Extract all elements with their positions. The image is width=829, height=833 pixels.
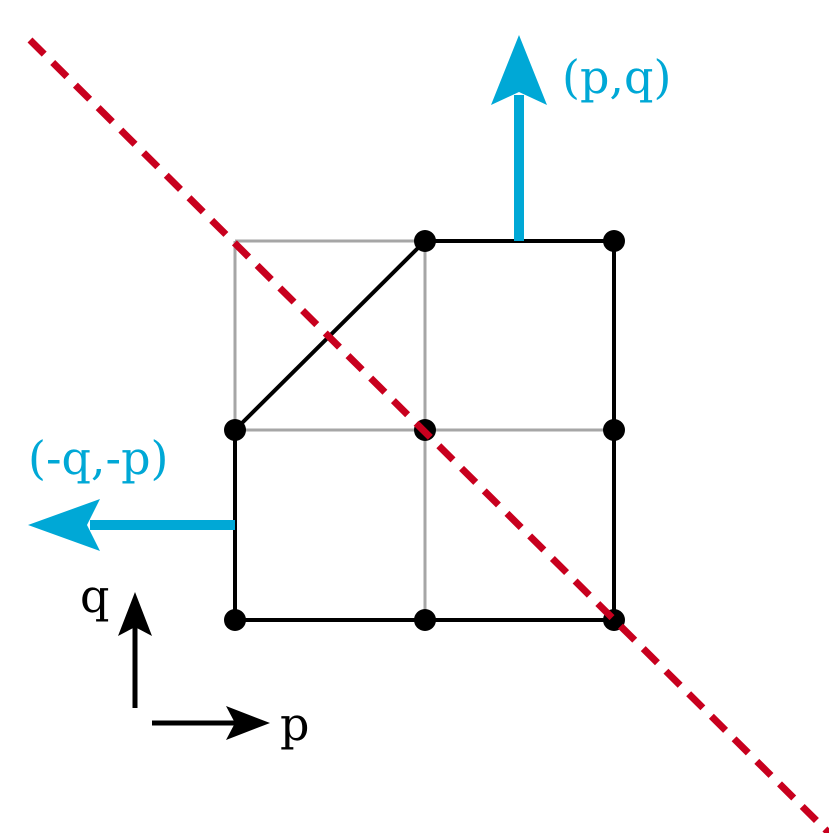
lattice-point bbox=[224, 609, 246, 631]
axis-p-label: p bbox=[280, 697, 309, 751]
lattice-point bbox=[603, 419, 625, 441]
axis-p bbox=[152, 706, 270, 740]
axis-q bbox=[118, 592, 152, 708]
axis-q-label: q bbox=[80, 569, 109, 623]
lattice-point bbox=[224, 419, 246, 441]
lattice-point bbox=[603, 230, 625, 252]
normal-up-label: (p,q) bbox=[562, 50, 671, 104]
normal-vector-up bbox=[491, 35, 547, 241]
lattice-point bbox=[414, 230, 436, 252]
normal-vector-up-arrowhead bbox=[491, 35, 547, 105]
dashed-line bbox=[27, 37, 829, 833]
normal-vector-left bbox=[28, 499, 235, 551]
axis-q-arrowhead bbox=[118, 592, 152, 636]
normal-vector-left-arrowhead bbox=[28, 499, 100, 551]
axis-p-arrowhead bbox=[226, 706, 270, 740]
lattice-point bbox=[414, 609, 436, 631]
normal-left-label: (-q,-p) bbox=[28, 431, 169, 485]
